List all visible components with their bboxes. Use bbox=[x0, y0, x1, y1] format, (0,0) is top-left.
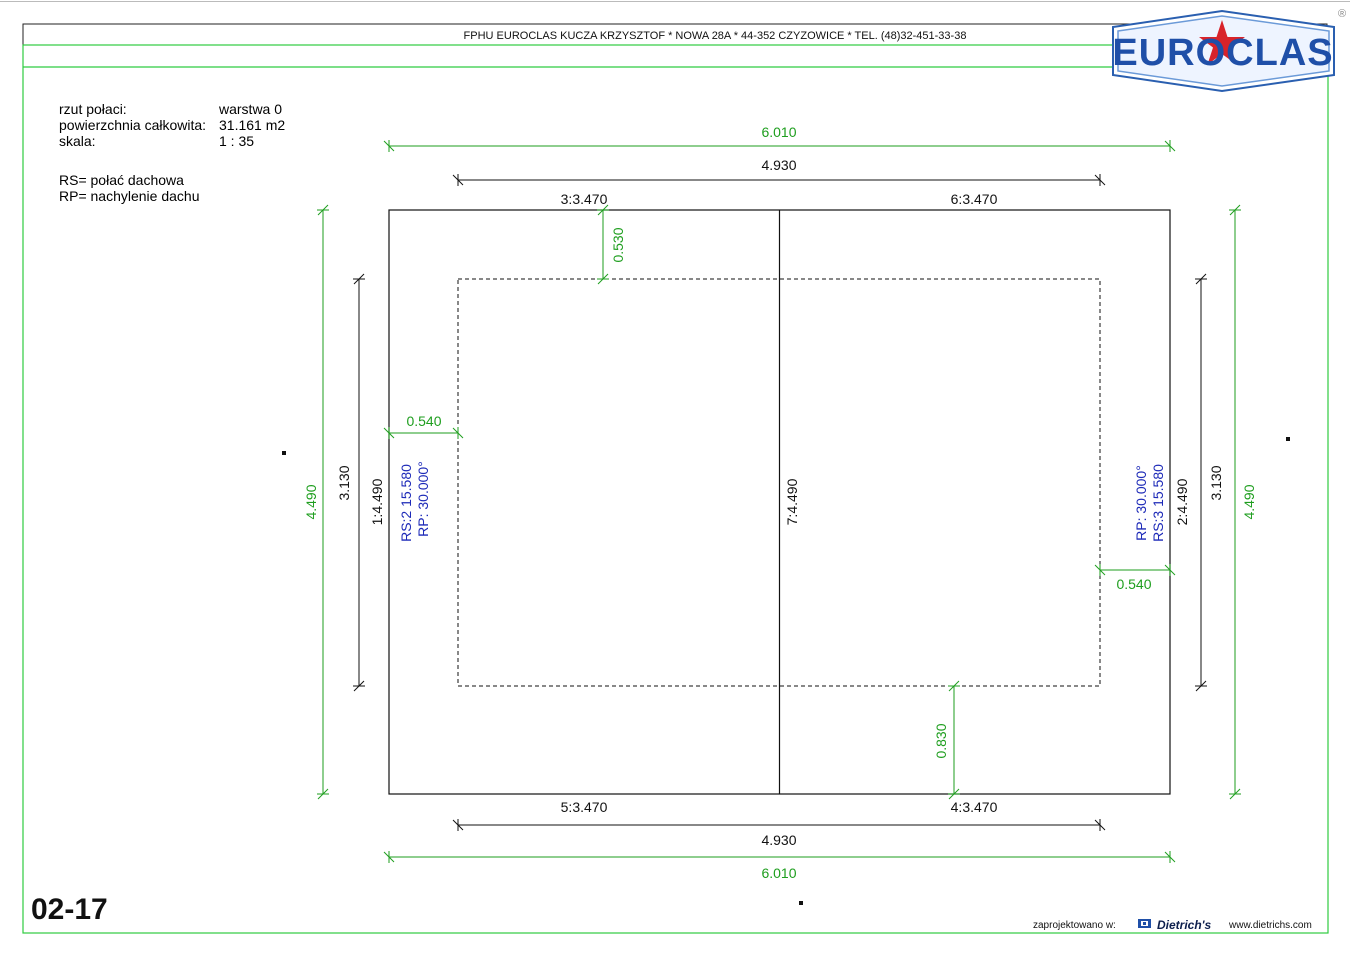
panel-left-rp: RP: 30.000° bbox=[415, 461, 431, 537]
dim-overhang-left: 0.540 bbox=[406, 413, 441, 429]
panel-right-rs: RS:3 15.580 bbox=[1150, 464, 1166, 542]
dim-left-inner: 3.130 bbox=[336, 465, 352, 500]
panel-right-rp: RP: 30.000° bbox=[1133, 465, 1149, 541]
dietrichs-logo-icon bbox=[1138, 919, 1151, 928]
dim-edge-3: 3:3.470 bbox=[561, 191, 608, 207]
ref-point-left bbox=[282, 451, 286, 455]
designed-in-label: zaprojektowano w: bbox=[1033, 920, 1116, 931]
company-line: FPHU EUROCLAS KUCZA KRZYSZTOF * NOWA 28A… bbox=[464, 30, 967, 42]
total-area-label: powierzchnia całkowita: bbox=[59, 117, 206, 133]
dim-edge-6: 6:3.470 bbox=[951, 191, 998, 207]
total-area-value: 31.161 m2 bbox=[219, 117, 285, 133]
legend-rp: RP= nachylenie dachu bbox=[59, 188, 200, 204]
drawing-code: 02-17 bbox=[31, 893, 108, 926]
dim-overhang-bottom: 0.830 bbox=[933, 723, 949, 758]
dim-top-overall: 6.010 bbox=[761, 124, 796, 140]
dim-left-overall: 4.490 bbox=[303, 484, 319, 519]
scale-value: 1 : 35 bbox=[219, 133, 254, 149]
dim-edge-2: 2:4.490 bbox=[1174, 478, 1190, 525]
scale-label: skala: bbox=[59, 133, 96, 149]
dim-top-inner: 4.930 bbox=[761, 157, 796, 173]
dim-ridge-7: 7:4.490 bbox=[784, 478, 800, 525]
dim-edge-4: 4:3.470 bbox=[951, 799, 998, 815]
dim-overhang-right: 0.540 bbox=[1116, 576, 1151, 592]
website: www.dietrichs.com bbox=[1228, 920, 1312, 931]
dim-right-inner: 3.130 bbox=[1208, 465, 1224, 500]
ref-point-bottom bbox=[799, 901, 803, 905]
dim-bottom-inner: 4.930 bbox=[761, 832, 796, 848]
ref-point-right bbox=[1286, 437, 1290, 441]
dim-edge-1: 1:4.490 bbox=[369, 478, 385, 525]
logo-star-icon bbox=[1199, 20, 1245, 65]
roof-plan-value: warstwa 0 bbox=[218, 101, 282, 117]
dim-bottom-overall: 6.010 bbox=[761, 865, 796, 881]
legend-rs: RS= połać dachowa bbox=[59, 172, 184, 188]
registered-mark: ® bbox=[1338, 8, 1346, 20]
software-name: Dietrich's bbox=[1157, 918, 1212, 932]
logo-text: EUROCLAS bbox=[1112, 32, 1333, 74]
dim-right-overall: 4.490 bbox=[1241, 484, 1257, 519]
dim-edge-5: 5:3.470 bbox=[561, 799, 608, 815]
drawing-frame bbox=[22, 44, 1329, 934]
roof-plan-label: rzut połaci: bbox=[59, 101, 127, 117]
dim-overhang-top: 0.530 bbox=[610, 227, 626, 262]
panel-left-rs: RS:2 15.580 bbox=[398, 464, 414, 542]
euroclas-logo: EUROCLAS bbox=[1112, 9, 1335, 93]
